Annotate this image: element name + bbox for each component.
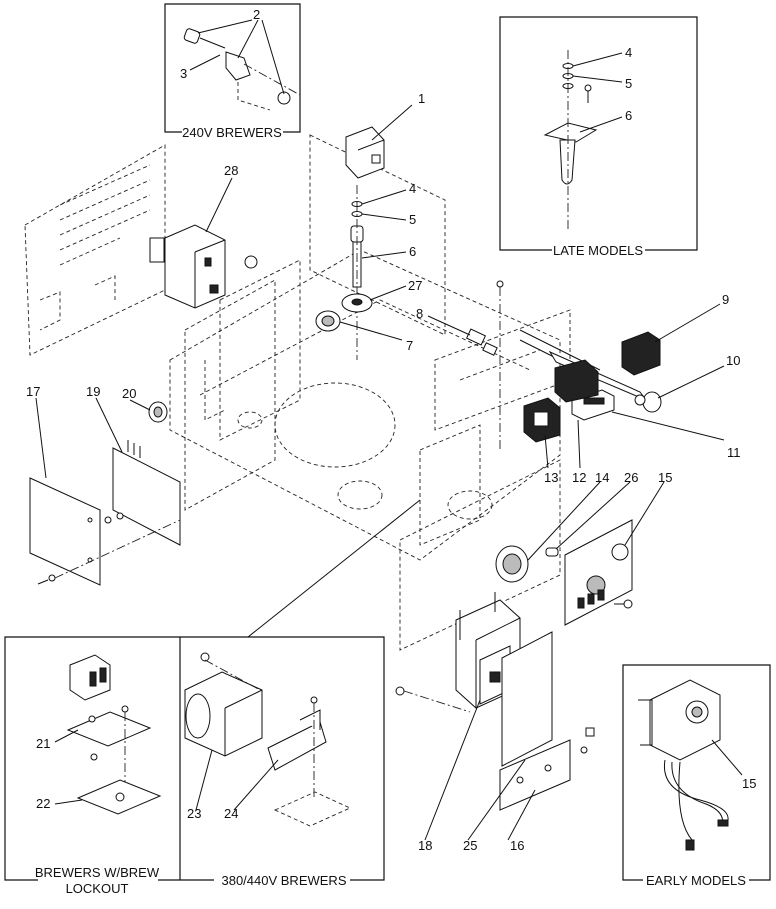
- part-21-plate: [66, 705, 152, 790]
- caption-380-440v-brewers: 380/440V BREWERS: [221, 873, 346, 888]
- callout-14: 14: [595, 470, 609, 485]
- callout-18: 18: [418, 838, 432, 853]
- caption-brew-lockout-2: LOCKOUT: [66, 881, 129, 896]
- part-17-cover: [29, 477, 181, 586]
- part-13-switch: [523, 397, 561, 443]
- callout-22: 22: [36, 796, 50, 811]
- callout-10: 10: [726, 353, 740, 368]
- part-15-early: [638, 679, 729, 851]
- part-22-plate: [76, 779, 162, 815]
- part-probe-main: [341, 185, 373, 360]
- part-lockout-relay: [69, 654, 111, 701]
- part-26-stud: [545, 547, 559, 557]
- part-15-board: [564, 519, 633, 626]
- caption-240v-brewers: 240V BREWERS: [182, 125, 282, 140]
- callout-23: 23: [187, 806, 201, 821]
- callout-26: 26: [624, 470, 638, 485]
- callout-20: 20: [122, 386, 136, 401]
- caption-late-models: LATE MODELS: [553, 243, 643, 258]
- part-25-cover: [501, 631, 553, 767]
- inset-early-models: EARLY MODELS: [622, 664, 771, 888]
- part-20-knob: [148, 401, 168, 423]
- part-18-relay: [395, 592, 521, 713]
- callout-6: 6: [409, 244, 416, 259]
- inset-late-models: LATE MODELS: [499, 16, 698, 258]
- callout-late-5: 5: [625, 76, 632, 91]
- callout-labels: 1 2 3 4 5 6 7 8 9 10 11 12 13 14 15 16 1…: [26, 7, 756, 853]
- leader-lines: [35, 19, 743, 841]
- part-12-switch: [554, 359, 599, 403]
- callout-1: 1: [418, 91, 425, 106]
- part-9-switch: [621, 331, 661, 376]
- callout-16: 16: [510, 838, 524, 853]
- callout-7: 7: [406, 338, 413, 353]
- part-28-transformer: [149, 224, 258, 309]
- callout-17: 17: [26, 384, 40, 399]
- callout-late-6: 6: [625, 108, 632, 123]
- callout-21: 21: [36, 736, 50, 751]
- part-16-bracket: [499, 727, 595, 811]
- callout-24: 24: [224, 806, 238, 821]
- callout-25: 25: [463, 838, 477, 853]
- callout-9: 9: [722, 292, 729, 307]
- callout-27: 27: [408, 278, 422, 293]
- callout-3: 3: [180, 66, 187, 81]
- part-7-bushing: [315, 310, 341, 332]
- part-24-bracket: [267, 696, 352, 827]
- callout-19: 19: [86, 384, 100, 399]
- callout-4: 4: [409, 181, 416, 196]
- callout-12: 12: [572, 470, 586, 485]
- part-late-probe: [543, 50, 598, 230]
- callout-early-15: 15: [742, 776, 756, 791]
- chassis-outline: [24, 134, 571, 651]
- inset-240v-brewers: 240V BREWERS: [164, 3, 301, 140]
- callout-2: 2: [253, 7, 260, 22]
- part-23-transformer: [184, 652, 263, 757]
- inset-brew-lockout: BREWERS W/BREW LOCKOUT: [4, 636, 180, 896]
- part-14-bushing: [495, 545, 529, 583]
- callout-late-4: 4: [625, 45, 632, 60]
- callout-13: 13: [544, 470, 558, 485]
- callout-8: 8: [416, 306, 423, 321]
- callout-15: 15: [658, 470, 672, 485]
- inset-380-440v-brewers: 380/440V BREWERS: [179, 636, 385, 888]
- callout-28: 28: [224, 163, 238, 178]
- caption-early-models: EARLY MODELS: [646, 873, 746, 888]
- callout-11: 11: [727, 445, 741, 460]
- caption-brew-lockout-1: BREWERS W/BREW: [35, 865, 160, 880]
- part-1-switch: [345, 126, 385, 179]
- part-19-board: [104, 440, 181, 546]
- part-240v-assembly: [183, 28, 301, 111]
- callout-5: 5: [409, 212, 416, 227]
